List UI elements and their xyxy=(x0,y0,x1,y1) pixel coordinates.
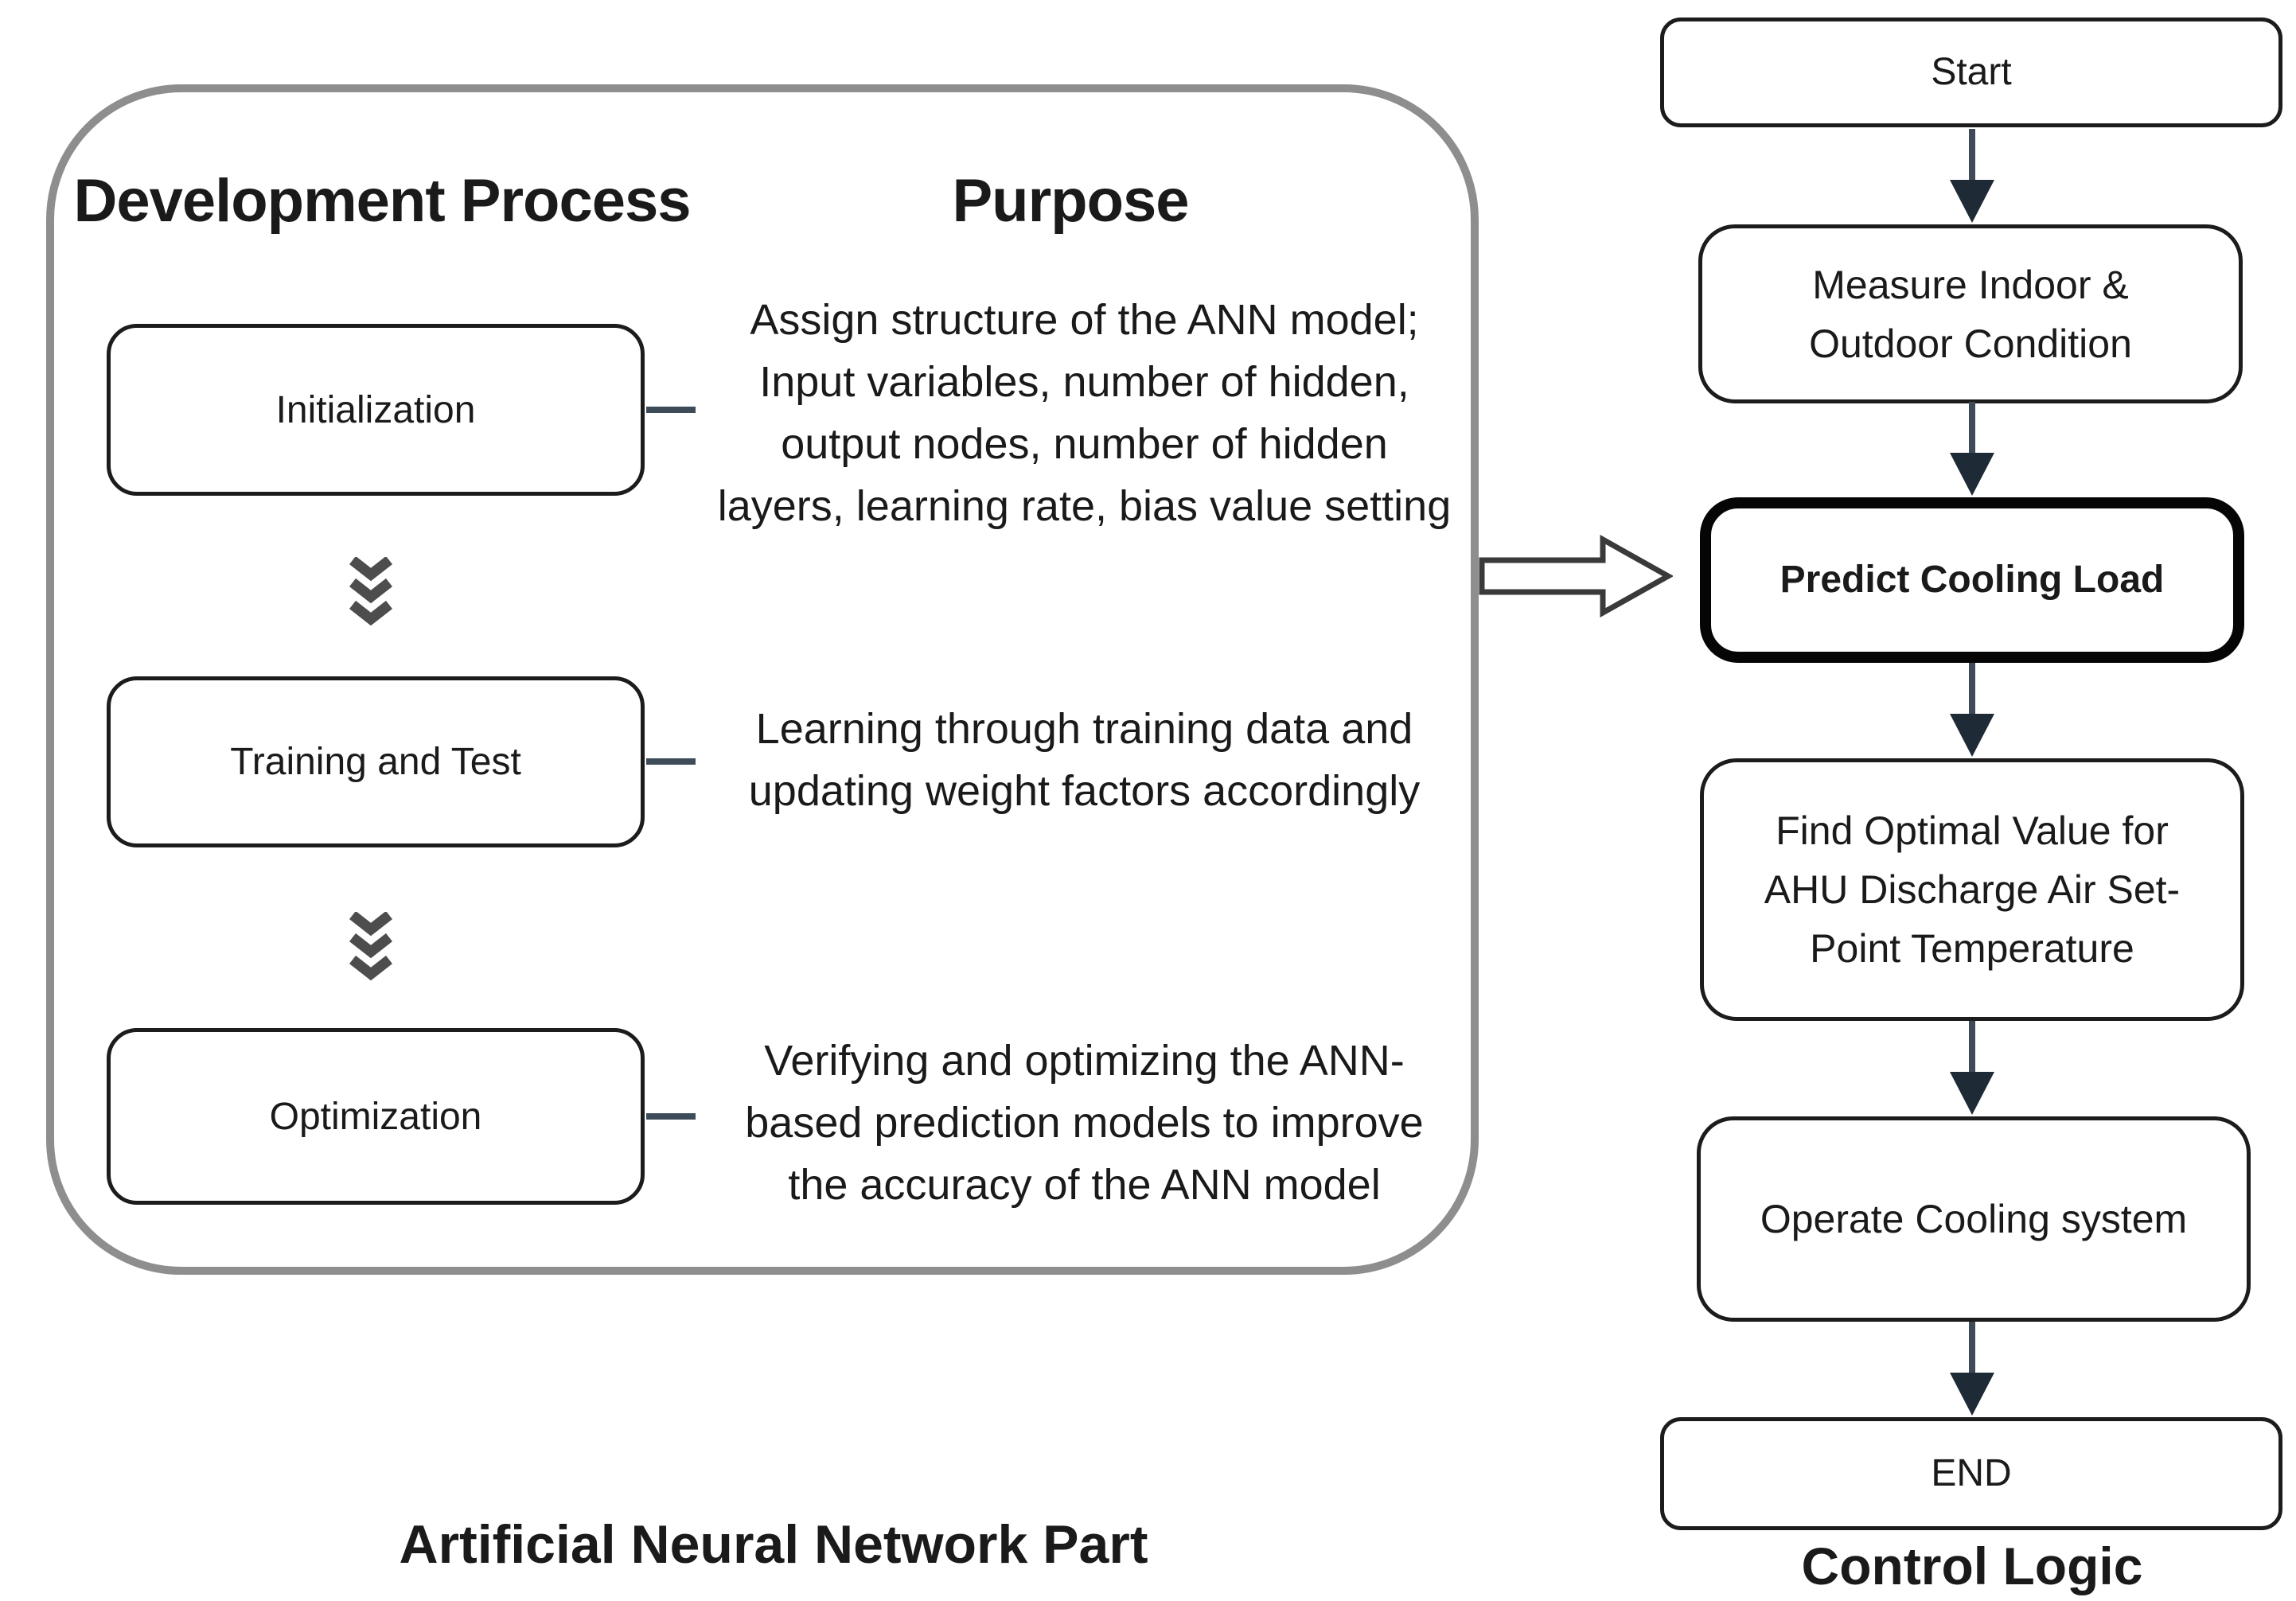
node-label: AHU Discharge Air Set- xyxy=(1764,867,2181,912)
purpose-line: the accuracy of the ANN model xyxy=(788,1161,1381,1209)
purpose-line: based prediction models to improve xyxy=(745,1099,1424,1147)
purpose-line: Input variables, number of hidden, xyxy=(759,358,1409,406)
training-and-test-box: Training and Test xyxy=(107,676,645,847)
arrow-down-icon xyxy=(1950,663,1994,757)
flow-node-find-optimal-setpoint: Find Optimal Value for AHU Discharge Air… xyxy=(1700,758,2244,1021)
arrow-down-icon xyxy=(1950,1322,1994,1416)
development-process-header: Development Process xyxy=(73,167,691,235)
chevron-triple-down-icon xyxy=(349,912,393,981)
node-label: Measure Indoor & xyxy=(1812,262,2129,307)
training-purpose-connector xyxy=(646,758,696,765)
purpose-line: output nodes, number of hidden xyxy=(781,420,1388,468)
optimization-label: Optimization xyxy=(269,1095,482,1138)
initialization-box: Initialization xyxy=(107,324,645,496)
chevron-triple-down-icon xyxy=(349,557,393,626)
purpose-line: Verifying and optimizing the ANN- xyxy=(764,1037,1405,1085)
node-label: Predict Cooling Load xyxy=(1779,559,2165,601)
control-logic-caption: Control Logic xyxy=(1801,1537,2143,1595)
purpose-line: updating weight factors accordingly xyxy=(748,767,1421,815)
node-label: Point Temperature xyxy=(1810,926,2134,971)
purpose-line: Assign structure of the ANN model; xyxy=(750,296,1419,344)
node-label: END xyxy=(1931,1452,2012,1494)
purpose-line: layers, learning rate, bias value settin… xyxy=(717,482,1452,530)
flow-node-operate-cooling-system: Operate Cooling system xyxy=(1697,1116,2251,1322)
optimization-box: Optimization xyxy=(107,1028,645,1205)
arrow-down-icon xyxy=(1950,402,1994,496)
flow-node-start: Start xyxy=(1660,18,2282,127)
node-label: Operate Cooling system xyxy=(1760,1197,2188,1241)
optimization-purpose-text: Verifying and optimizing the ANN- based … xyxy=(700,1030,1468,1216)
purpose-header: Purpose xyxy=(952,167,1189,235)
flow-node-measure-condition: Measure Indoor & Outdoor Condition xyxy=(1698,224,2243,403)
flow-node-end: END xyxy=(1660,1417,2282,1530)
node-label: Find Optimal Value for xyxy=(1776,808,2169,853)
ann-section-caption: Artificial Neural Network Part xyxy=(399,1514,1148,1575)
node-label: Outdoor Condition xyxy=(1809,321,2132,366)
arrow-down-icon xyxy=(1950,1021,1994,1115)
node-label: Start xyxy=(1931,51,2012,93)
flow-node-predict-cooling-load: Predict Cooling Load xyxy=(1700,497,2244,663)
initialization-purpose-text: Assign structure of the ANN model; Input… xyxy=(700,289,1468,537)
purpose-line: Learning through training data and xyxy=(755,705,1413,753)
block-arrow-right-icon xyxy=(1479,535,1673,617)
training-purpose-text: Learning through training data and updat… xyxy=(700,698,1468,822)
arrow-down-icon xyxy=(1950,129,1994,223)
optimization-purpose-connector xyxy=(646,1113,696,1120)
training-and-test-label: Training and Test xyxy=(230,741,521,783)
initialization-label: Initialization xyxy=(275,388,476,431)
initialization-purpose-connector xyxy=(646,407,696,413)
